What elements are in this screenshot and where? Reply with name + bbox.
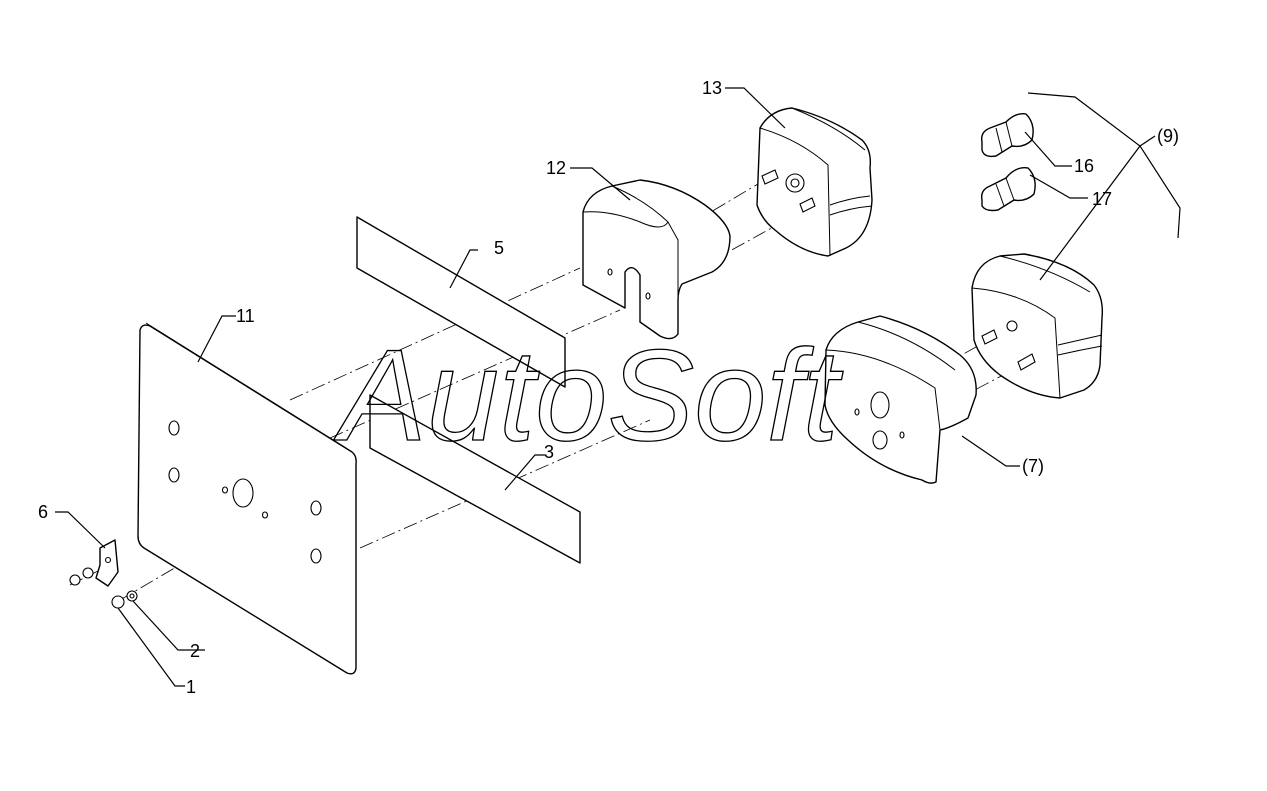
label-part-3: 3 xyxy=(544,442,554,462)
housing-part-7 xyxy=(824,315,977,484)
bracket-hole xyxy=(104,556,112,564)
nut-part-1 xyxy=(111,595,125,609)
lamp-part-13 xyxy=(756,107,873,257)
housing-hole xyxy=(872,430,888,450)
label-part-6: 6 xyxy=(38,502,48,522)
label-part-2: 2 xyxy=(190,641,200,661)
cover-hole xyxy=(645,292,651,300)
washer xyxy=(82,567,94,579)
lamp-stud xyxy=(799,197,816,213)
bulb-part-17 xyxy=(980,167,1036,212)
label-part-1: 1 xyxy=(186,677,196,697)
plate-hole xyxy=(168,467,180,483)
hardware-nuts-washers xyxy=(69,567,138,609)
housing-small-hole xyxy=(854,408,860,416)
assembly-stud xyxy=(981,329,998,345)
label-part-11: 11 xyxy=(236,306,255,326)
assembly-hole xyxy=(1006,320,1018,332)
strip-part-5 xyxy=(356,216,566,388)
plate-center-hole xyxy=(232,478,254,508)
plate-part-11 xyxy=(137,322,357,675)
label-part-7: (7) xyxy=(1022,456,1044,476)
autosoft-watermark: AutoSoft xyxy=(333,322,844,468)
callout-labels: 1 2 3 5 6 (7) (9) 11 12 13 16 17 xyxy=(38,78,1179,697)
nut xyxy=(69,574,81,586)
plate-small-hole xyxy=(261,511,269,519)
plate-hole xyxy=(168,420,180,436)
plate-small-hole xyxy=(221,486,229,494)
leader-lines xyxy=(55,87,1181,687)
label-part-13: 13 xyxy=(702,78,722,98)
strip-part-3 xyxy=(369,394,581,564)
lamp-socket-inner xyxy=(790,178,800,188)
cover-hole xyxy=(607,268,613,276)
housing-hole xyxy=(870,391,890,419)
label-part-9: (9) xyxy=(1157,126,1179,146)
label-part-16: 16 xyxy=(1074,156,1094,176)
lamp-assembly-part-9 xyxy=(971,253,1104,399)
plate-hole xyxy=(310,500,322,516)
bracket-part-6 xyxy=(95,539,119,587)
assembly-stud xyxy=(1017,353,1036,371)
washer-hole xyxy=(129,593,135,599)
label-part-5: 5 xyxy=(494,238,504,258)
label-part-12: 12 xyxy=(546,158,566,178)
housing-small-hole xyxy=(899,431,905,439)
lamp-stud xyxy=(761,169,779,185)
plate-hole xyxy=(310,548,322,564)
label-part-17: 17 xyxy=(1092,189,1112,209)
bulb-part-16 xyxy=(980,112,1034,158)
cover-part-12 xyxy=(582,179,731,340)
